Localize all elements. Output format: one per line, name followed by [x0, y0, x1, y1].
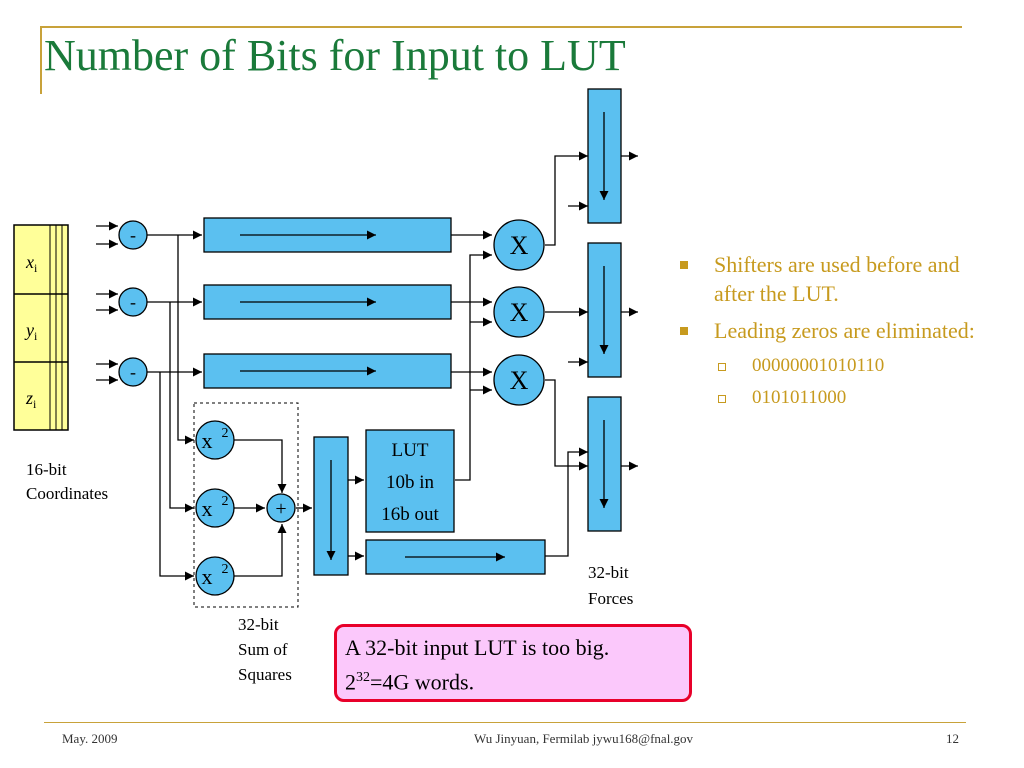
svg-text:X: X — [510, 366, 529, 395]
sum-caption-2: Sum of — [238, 640, 288, 659]
callout-box: A 32-bit input LUT is too big. 232=4G wo… — [334, 624, 692, 702]
svg-text:X: X — [510, 298, 529, 327]
pipeline-wires — [147, 151, 638, 581]
input-register: xi yi zi — [13, 224, 69, 431]
forces-caption-2: Forces — [588, 589, 633, 608]
svg-text:-: - — [130, 225, 136, 245]
squarer-y: x 2 — [195, 488, 235, 528]
footer-date: May. 2009 — [62, 731, 118, 746]
lower-delay-pipe — [365, 539, 546, 575]
title-frame-left — [40, 26, 42, 94]
slide-title: Number of Bits for Input to LUT — [44, 31, 626, 80]
svg-text:2: 2 — [222, 494, 229, 509]
bullet-list: Shifters are used before and after the L… — [676, 250, 996, 411]
square-bullet-icon — [680, 261, 688, 269]
bullet-text: Leading zeros are eliminated: — [714, 318, 975, 343]
sum-caption-3: Squares — [238, 665, 292, 684]
svg-text:x: x — [202, 564, 213, 589]
input-y-label: yi — [24, 320, 38, 343]
callout-line-1: A 32-bit input LUT is too big. — [345, 635, 610, 660]
forces-caption-1: 32-bit — [588, 563, 629, 582]
squarer-x: x 2 — [195, 420, 235, 460]
adder: + — [266, 493, 296, 523]
sub-bullet-text: 00000001010110 — [752, 355, 885, 376]
output-shifter-y — [587, 242, 622, 378]
delay-pipe-z — [203, 353, 452, 389]
hollow-square-bullet-icon — [718, 363, 726, 371]
sum-of-squares-box — [193, 402, 299, 608]
subtractor-y: - — [118, 287, 148, 317]
input-x-label: xi — [25, 252, 38, 275]
bullet-item: Leading zeros are eliminated: — [676, 316, 996, 345]
multiplier-y: X — [493, 286, 545, 338]
footer-divider — [44, 722, 966, 723]
svg-text:2: 2 — [222, 426, 229, 441]
subtractor-x: - — [118, 220, 148, 250]
coordinates-caption-1: 16-bit — [26, 460, 67, 479]
multiplier-z: X — [493, 354, 545, 406]
footer-author: Wu Jinyuan, Fermilab jywu168@fnal.gov — [474, 731, 694, 746]
bullet-text: Shifters are used before and after the L… — [714, 252, 960, 306]
svg-text:16b out: 16b out — [381, 504, 439, 525]
hollow-square-bullet-icon — [718, 395, 726, 403]
output-shifter-x — [587, 88, 622, 224]
subtractor-inputs — [96, 221, 118, 385]
delay-pipe-y — [203, 284, 452, 320]
svg-text:LUT: LUT — [392, 440, 429, 461]
svg-text:10b in: 10b in — [386, 472, 435, 493]
output-shifter-z — [587, 396, 622, 532]
delay-pipe-x — [203, 217, 452, 253]
svg-text:2: 2 — [222, 562, 229, 577]
sub-bullet-item: 00000001010110 — [676, 353, 996, 379]
sum-caption-1: 32-bit — [238, 615, 279, 634]
svg-text:x: x — [202, 428, 213, 453]
coordinates-caption-2: Coordinates — [26, 484, 108, 503]
title-frame-top — [40, 26, 962, 28]
callout-line-2: 232=4G words. — [345, 669, 475, 695]
lut-block: LUT 10b in 16b out — [365, 429, 455, 533]
svg-text:-: - — [130, 362, 136, 382]
svg-text:-: - — [130, 292, 136, 312]
multiplier-x: X — [493, 219, 545, 271]
squarer-z: x 2 — [195, 556, 235, 596]
svg-text:X: X — [510, 231, 529, 260]
sub-bullet-text: 0101011000 — [752, 387, 847, 408]
input-z-label: zi — [25, 388, 37, 411]
sub-bullet-item: 0101011000 — [676, 385, 996, 411]
square-bullet-icon — [680, 327, 688, 335]
svg-text:x: x — [202, 496, 213, 521]
input-shifter — [313, 436, 349, 576]
bullet-item: Shifters are used before and after the L… — [676, 250, 996, 308]
subtractor-z: - — [118, 357, 148, 387]
footer-page-number: 12 — [946, 731, 959, 746]
svg-text:+: + — [275, 498, 286, 520]
